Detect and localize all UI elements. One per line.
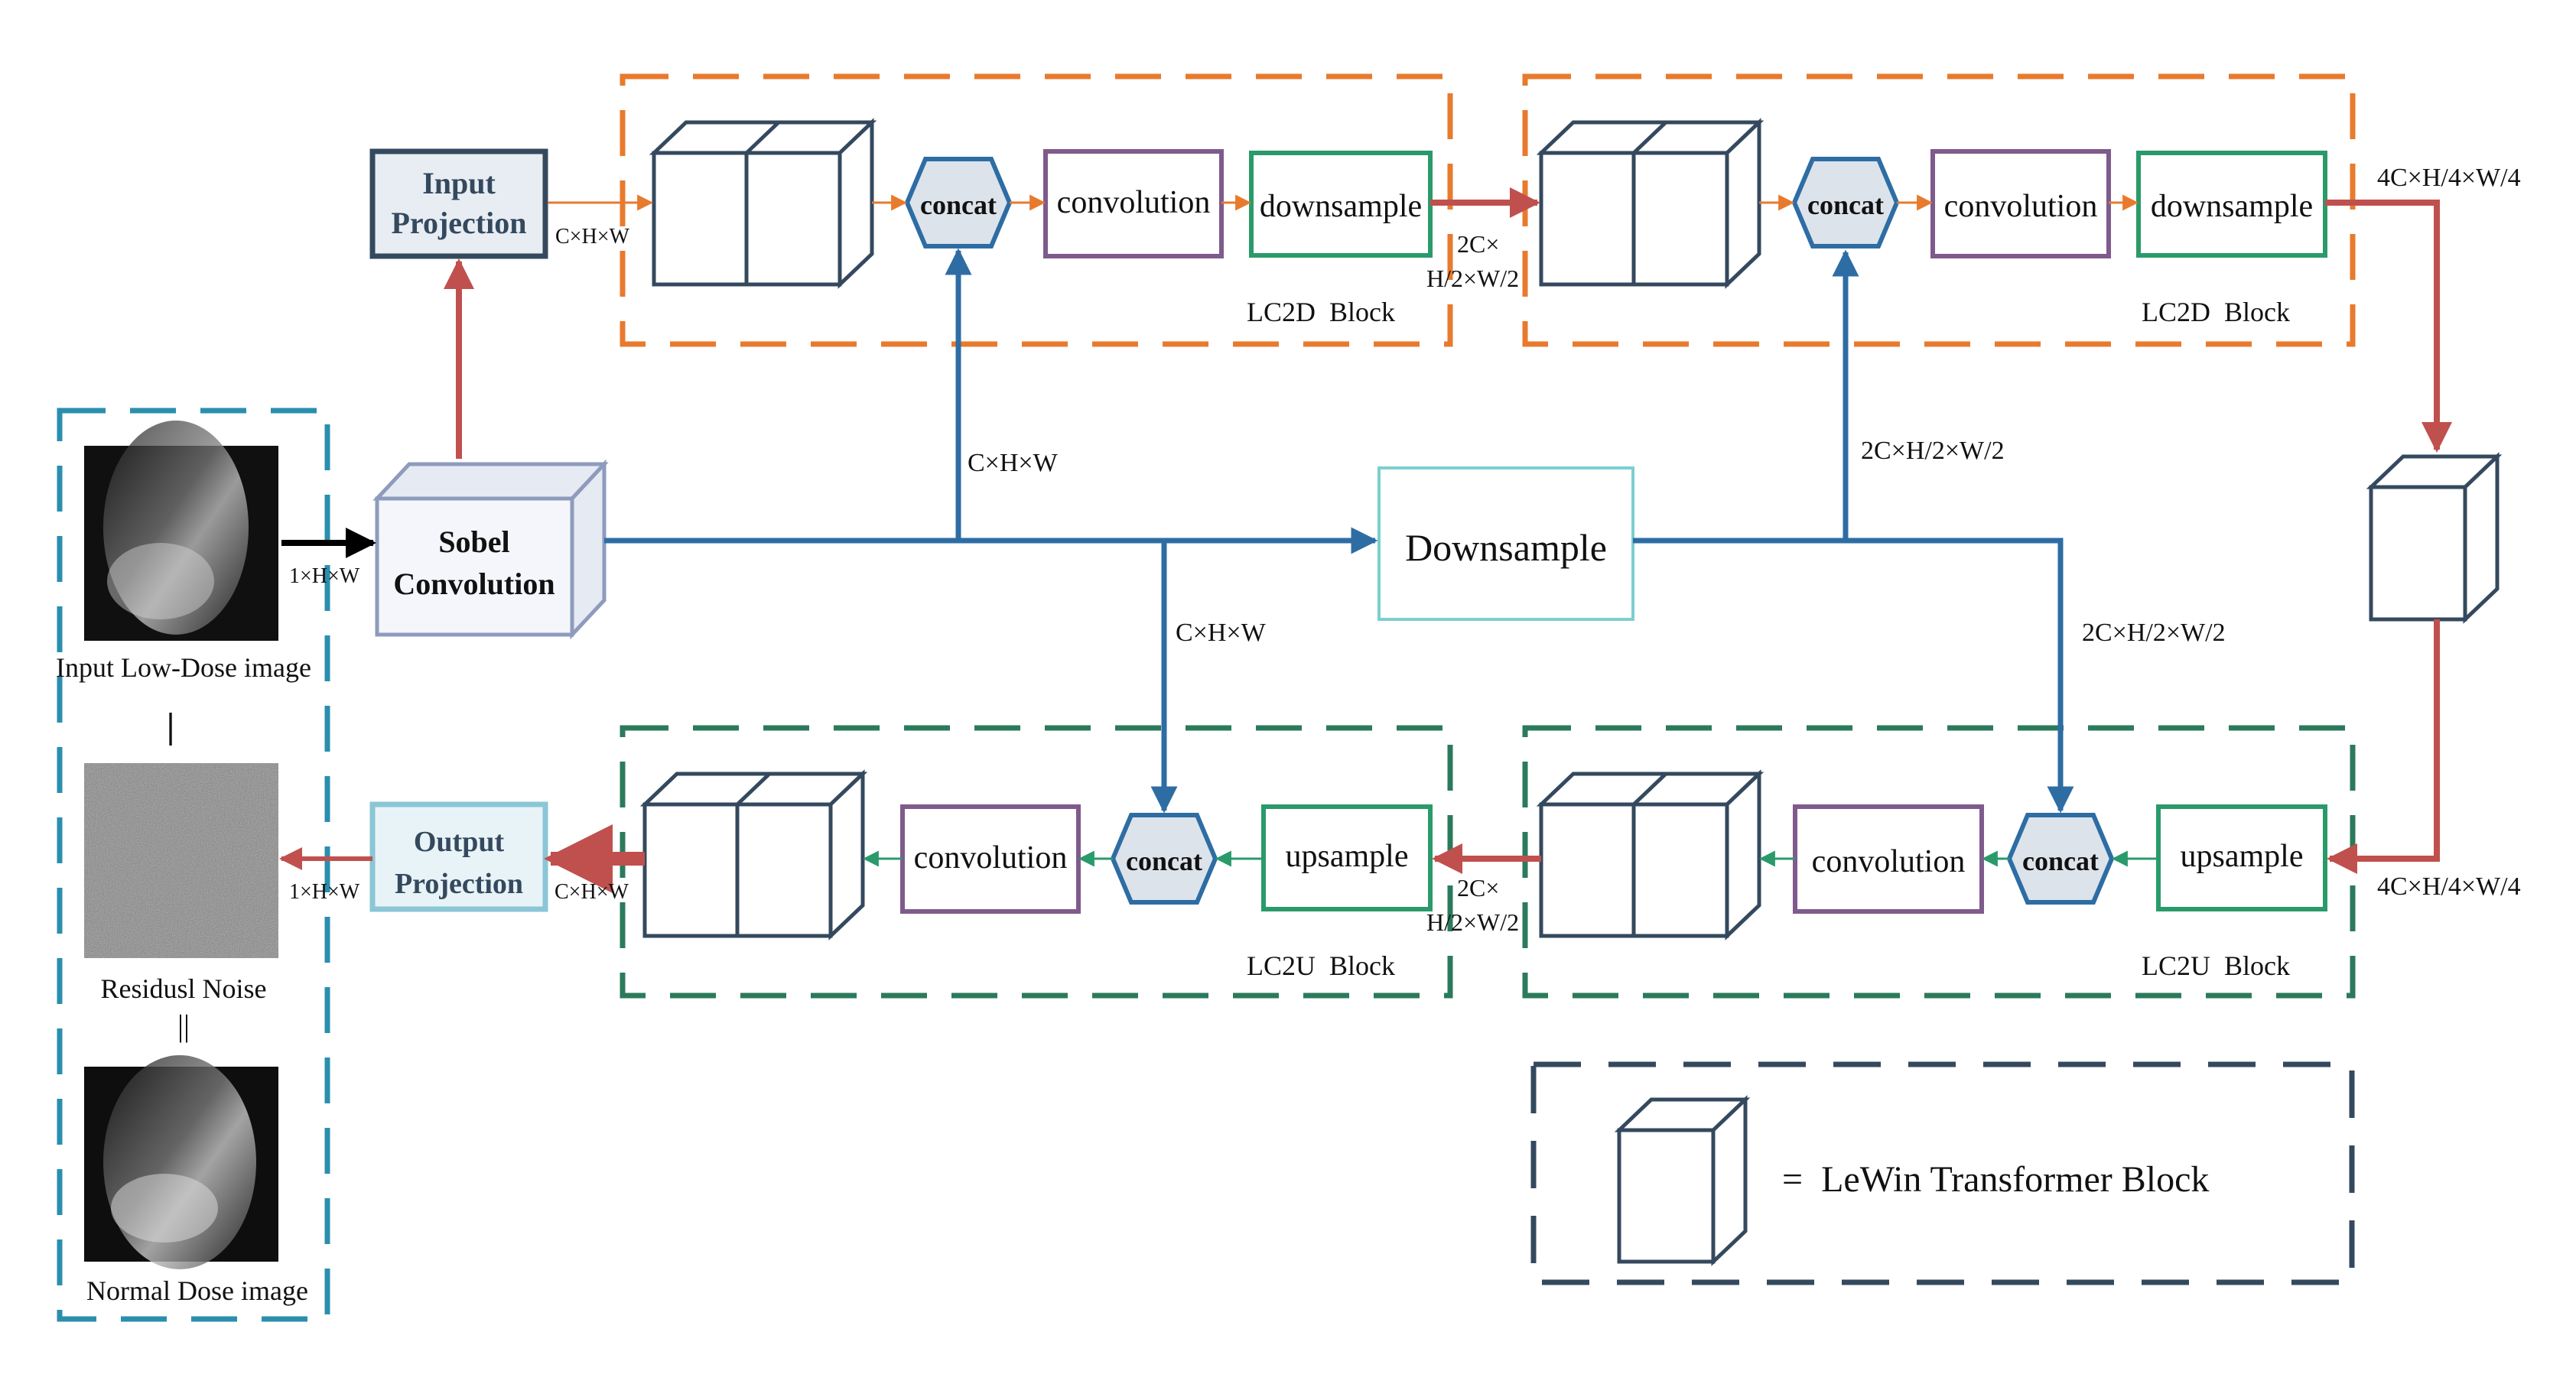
lewin-transformer-enc1 <box>649 118 877 289</box>
dim-skip-enc1: C×H×W <box>968 449 1059 477</box>
downsample-label-enc1: downsample <box>1260 189 1422 224</box>
concat-label-dec2: concat <box>2022 846 2099 876</box>
convolution-box-dec1 <box>900 804 1081 914</box>
concat-label-dec1: concat <box>1126 846 1202 876</box>
dim-output-in: C×H×W <box>555 880 629 904</box>
lc2d-block-1-frame <box>620 73 1453 347</box>
concat-label-enc2: concat <box>1807 190 1884 220</box>
lc2d-block-1-label: LC2D Block <box>1247 297 1395 327</box>
sobel-convolution-block <box>372 459 609 640</box>
normal-dose-caption: Normal Dose image <box>86 1275 308 1306</box>
dim-enc1-enc2-line1: 2C× <box>1457 230 1499 258</box>
input-projection-line1: Input <box>422 166 496 200</box>
lewin-transformer-bottleneck <box>2366 452 2503 624</box>
convolution-label-dec1: convolution <box>914 840 1068 876</box>
sobel-label-line2: Convolution <box>393 567 555 601</box>
legend-cube-icon <box>1614 1095 1751 1266</box>
center-downsample-box <box>1377 466 1634 621</box>
lewin-transformer-dec2 <box>1536 769 1764 941</box>
dim-skip-dec1: C×H×W <box>1176 619 1267 647</box>
input-projection-box <box>369 148 548 259</box>
legend-text: = LeWin Transformer Block <box>1782 1159 2209 1200</box>
concat-label-enc1: concat <box>920 190 997 220</box>
upsample-label-dec1: upsample <box>1286 839 1409 874</box>
lc2u-block-1-label: LC2U Block <box>1247 950 1395 981</box>
dim-proj-out: C×H×W <box>555 225 629 249</box>
input-projection-line2: Projection <box>392 206 527 240</box>
sobel-label-line1: Sobel <box>438 525 509 559</box>
output-projection-line1: Output <box>414 826 505 858</box>
legend-frame <box>1530 1061 2355 1285</box>
convolution-label-dec2: convolution <box>1812 844 1966 879</box>
minus-separator: | <box>167 706 175 746</box>
output-projection-line2: Projection <box>395 868 523 900</box>
lewin-transformer-dec1 <box>639 769 868 941</box>
residual-noise-image <box>84 763 278 958</box>
image-panel-frame <box>57 408 330 1322</box>
main-path-arrows <box>279 187 2452 893</box>
convolution-box-dec2 <box>1793 804 1984 914</box>
dim-skip-dec2: 2C×H/2×W/2 <box>2082 619 2226 647</box>
dim-dec2-dec1-line2: H/2×W/2 <box>1426 908 1519 936</box>
lc2u-block-2-label: LC2U Block <box>2142 950 2290 981</box>
equal-separator: || <box>177 1009 190 1043</box>
skip-connection-arrows <box>604 248 2074 814</box>
center-downsample-label: Downsample <box>1405 526 1607 569</box>
output-projection-box <box>369 801 548 912</box>
lewin-transformer-enc2 <box>1536 118 1764 289</box>
upsample-label-dec2: upsample <box>2181 839 2304 874</box>
convolution-label-enc2: convolution <box>1944 189 2098 224</box>
residual-noise-caption: Residusl Noise <box>100 973 266 1004</box>
upsample-box-dec1 <box>1261 804 1433 911</box>
dim-output-out: 1×H×W <box>289 880 360 904</box>
convolution-box-enc1 <box>1043 149 1224 258</box>
normal-dose-image <box>84 1055 278 1269</box>
dimension-labels: 1×H×W C×H×W 2C× H/2×W/2 4C×H/4×W/4 C×H×W… <box>289 164 2521 936</box>
dim-enc2-out: 4C×H/4×W/4 <box>2377 164 2521 192</box>
input-image-caption: Input Low-Dose image <box>56 652 311 683</box>
convolution-label-enc1: convolution <box>1057 185 1211 220</box>
downsample-label-enc2: downsample <box>2151 189 2313 224</box>
dim-enc1-enc2-line2: H/2×W/2 <box>1426 265 1519 292</box>
dim-dec2-in: 4C×H/4×W/4 <box>2377 872 2521 901</box>
dim-skip-enc2: 2C×H/2×W/2 <box>1861 437 2005 465</box>
input-lowdose-image <box>84 421 278 641</box>
dim-sobel-in: 1×H×W <box>289 564 360 588</box>
dim-dec2-dec1-line1: 2C× <box>1457 874 1499 902</box>
lc2d-block-2-label: LC2D Block <box>2142 297 2290 327</box>
